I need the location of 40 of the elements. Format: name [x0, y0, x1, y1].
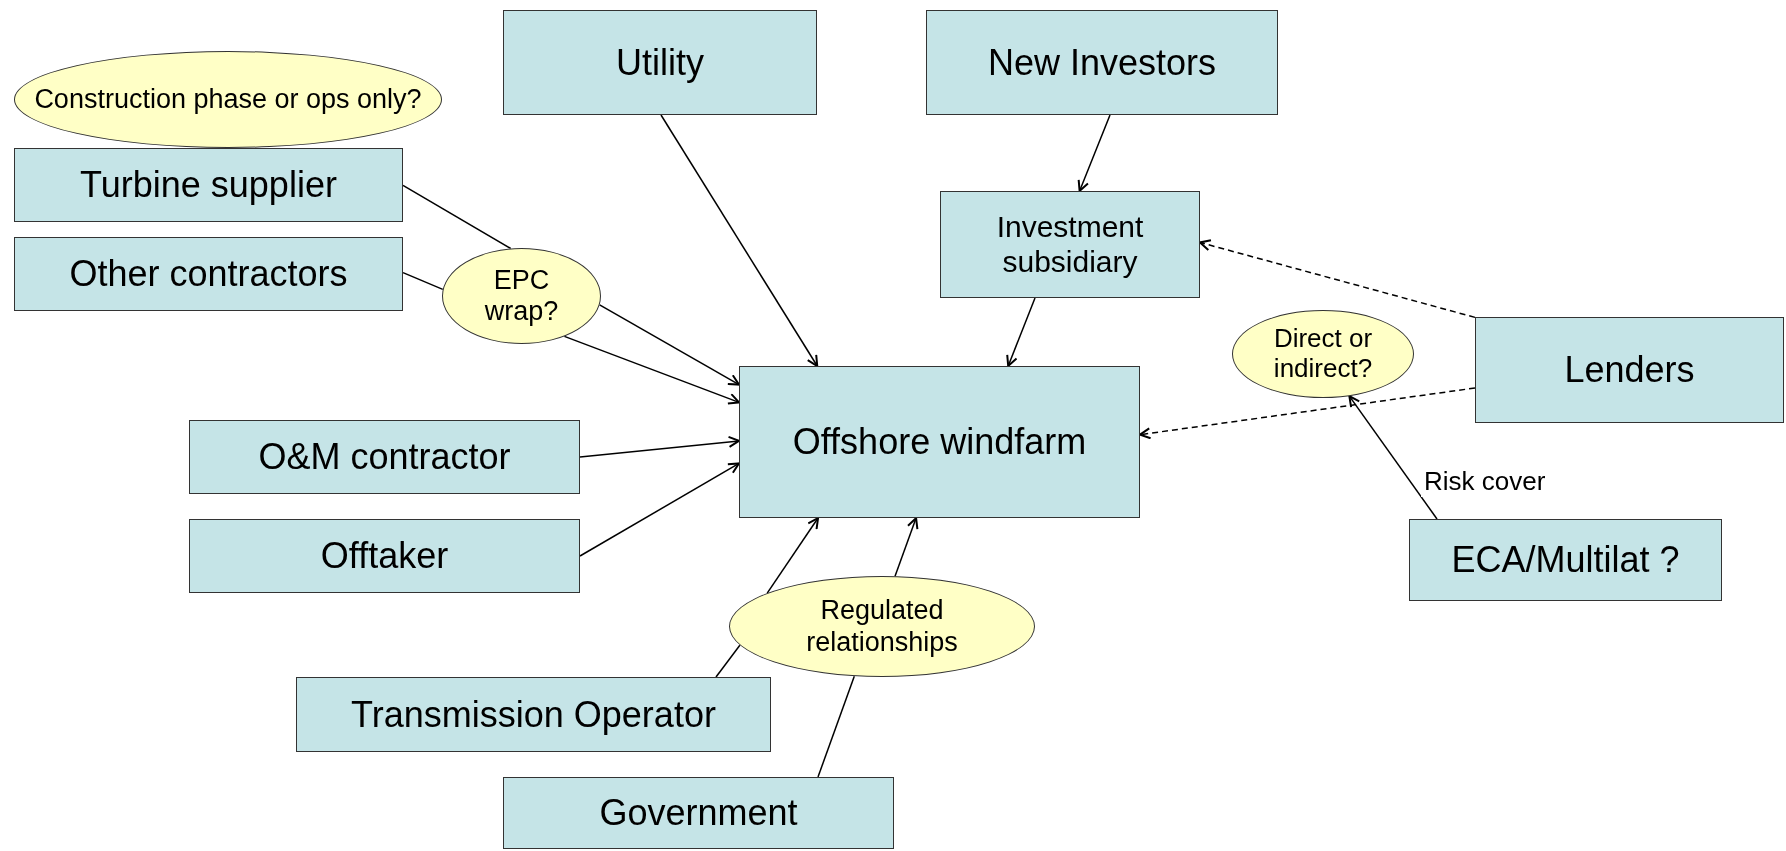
node-label: Regulated relationships [805, 595, 959, 658]
node-label: New Investors [987, 41, 1217, 84]
entity-box [189, 519, 580, 593]
node-label: Offshore windfarm [792, 421, 1087, 463]
node-label: ECA/Multilat ? [1451, 539, 1680, 581]
entity-box [1409, 519, 1722, 601]
entity-box [1475, 317, 1784, 423]
node-label: Government [599, 792, 798, 834]
entity-box [940, 191, 1200, 298]
arrow [1199, 239, 1476, 319]
node-label: Turbine supplier [80, 164, 337, 206]
arrow [1077, 114, 1111, 192]
arrow [894, 517, 919, 577]
node-label: O&M contractor [258, 436, 511, 478]
node-label: Lenders [1564, 349, 1695, 391]
entity-box [14, 148, 403, 222]
node-label: EPC wrap? [483, 264, 560, 328]
node-label: Investment subsidiary [995, 210, 1145, 279]
arrow [563, 335, 740, 405]
arrow [598, 304, 740, 386]
node-label: Direct or indirect? [1272, 324, 1374, 384]
node-label: Offtaker [320, 535, 449, 577]
entity-box [503, 777, 894, 849]
node-label: Construction phase or ops only? [34, 83, 422, 115]
arrow [766, 517, 820, 594]
entity-box [503, 10, 817, 115]
entity-box [296, 677, 771, 752]
entity-box [14, 237, 403, 311]
node-label: Transmission Operator [351, 693, 716, 736]
node-label: Utility [616, 41, 704, 84]
arrow [1348, 395, 1438, 520]
arrow [1139, 387, 1476, 440]
arrow [579, 435, 740, 458]
arrow [660, 114, 819, 367]
node-label: Other contractors [69, 253, 348, 295]
entity-box [739, 366, 1140, 518]
arrow [1006, 297, 1036, 367]
arrow [579, 462, 740, 557]
entity-box [189, 420, 580, 494]
entity-box [926, 10, 1278, 115]
